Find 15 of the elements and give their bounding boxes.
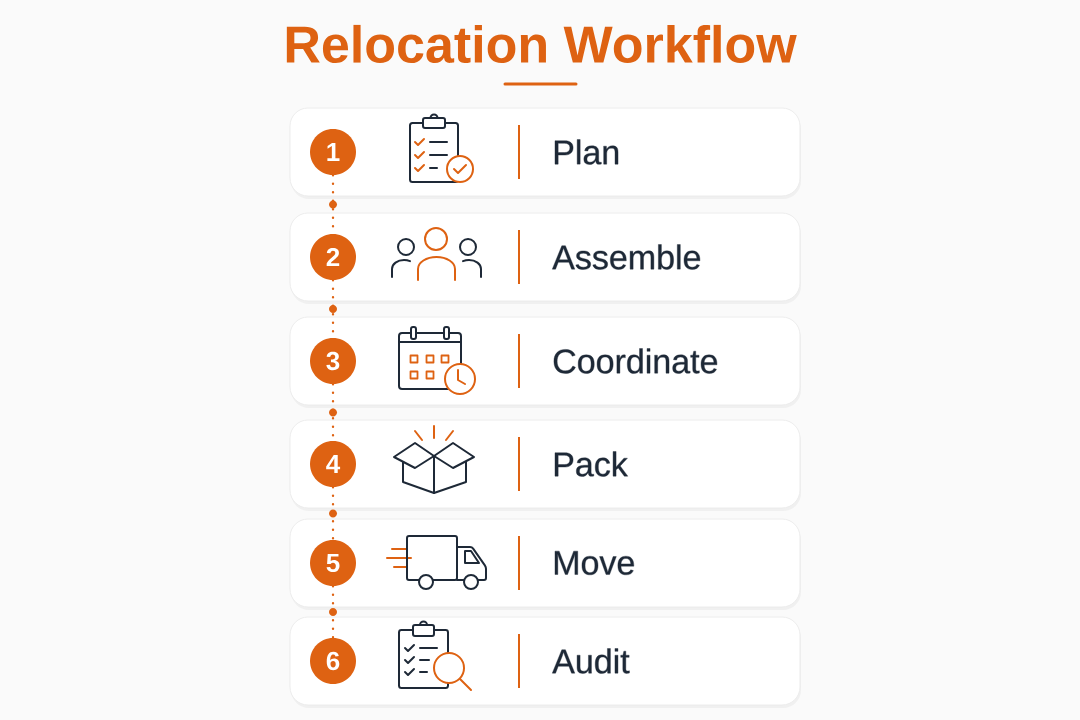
- step-label: Assemble: [552, 244, 700, 270]
- step-label: Coordinate: [553, 348, 717, 374]
- step-label: Pack: [555, 451, 628, 477]
- dotted-connector: [329, 486, 337, 541]
- step-number: 1: [310, 129, 356, 175]
- dotted-connector: [329, 585, 337, 639]
- step-number: 6: [310, 638, 356, 684]
- title: Relocation Workflow: [286, 24, 797, 64]
- step-label: Move: [555, 551, 634, 575]
- step-label: Plan: [555, 139, 619, 165]
- step-label: Audit: [552, 648, 630, 674]
- step-number: 4: [310, 441, 356, 487]
- step-number: 5: [310, 540, 356, 586]
- step-number: 3: [310, 338, 356, 384]
- step-number: 2: [310, 234, 356, 280]
